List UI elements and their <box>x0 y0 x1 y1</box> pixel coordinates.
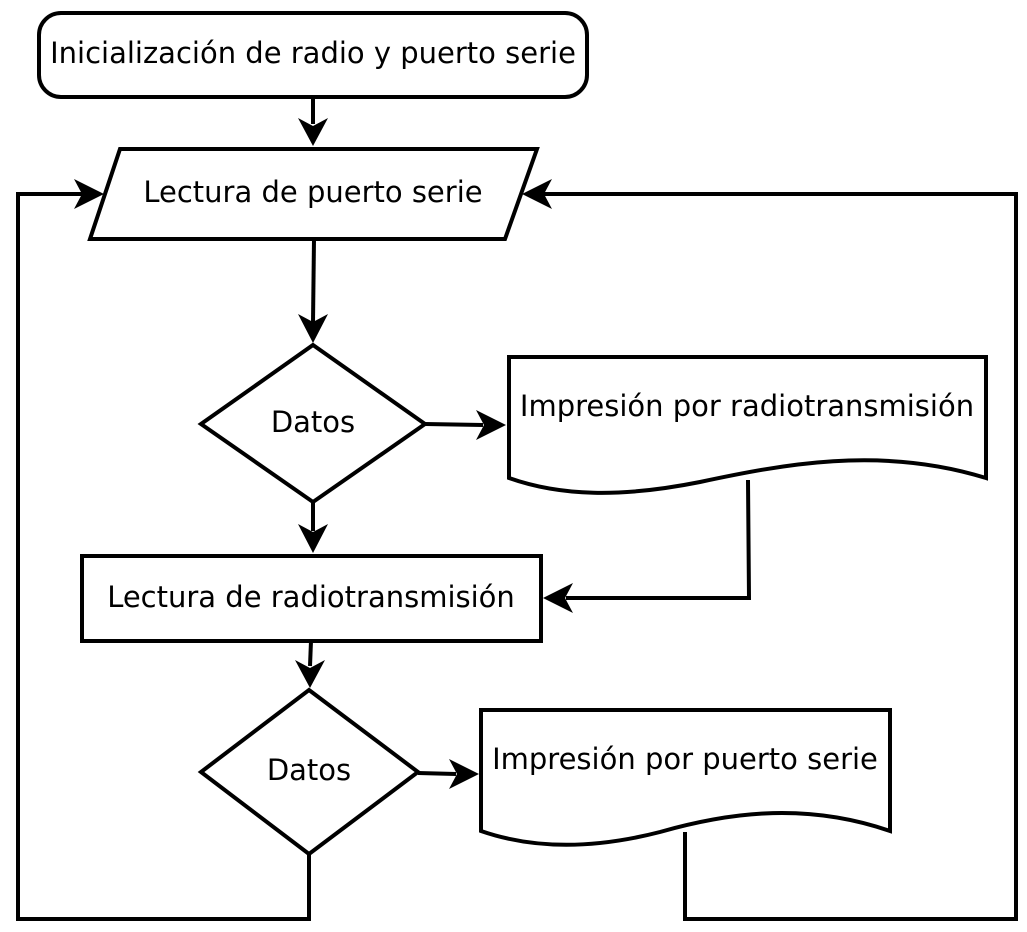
edge-decision-1-to-print-radio <box>424 410 506 440</box>
node-print-radio: Impresión por radiotransmisión <box>507 355 988 495</box>
node-read-radio-label: Lectura de radiotransmisión <box>107 580 515 614</box>
node-start: Inicialización de radio y puerto serie <box>37 11 589 99</box>
node-read-radio: Lectura de radiotransmisión <box>80 554 543 643</box>
edge-read-serial-to-decision-1 <box>298 238 328 343</box>
arrow-down-icon <box>298 524 328 553</box>
arrow-down-icon <box>295 660 325 688</box>
edge-read-radio-to-decision-2 <box>295 640 325 688</box>
node-decision-1-label: Datos <box>271 405 355 439</box>
node-decision-2: Datos <box>197 687 422 857</box>
edge-print-radio-to-read-radio <box>543 479 752 613</box>
edges <box>16 97 1018 921</box>
edge-print-serial-to-read-serial <box>522 179 1018 921</box>
node-print-radio-label: Impresión por radiotransmisión <box>520 389 974 423</box>
arrow-right-icon <box>476 410 506 440</box>
arrow-left-icon <box>543 583 573 613</box>
node-print-serial-label: Impresión por puerto serie <box>492 742 878 776</box>
node-print-serial: Impresión por puerto serie <box>479 708 892 847</box>
arrow-left-icon <box>522 179 552 209</box>
arrow-down-icon <box>298 314 328 343</box>
node-decision-2-label: Datos <box>267 753 351 787</box>
edge-start-to-read-serial <box>298 97 328 146</box>
node-read-serial: Lectura de puerto serie <box>87 147 540 241</box>
arrow-down-icon <box>298 118 328 146</box>
edge-decision-2-to-print-serial <box>417 759 479 789</box>
node-read-serial-label: Lectura de puerto serie <box>143 175 482 209</box>
process-shape <box>80 554 543 643</box>
edge-decision-2-to-read-serial <box>16 179 311 921</box>
arrow-right-icon <box>449 759 479 789</box>
document-shape <box>507 355 988 495</box>
edge-decision-1-to-read-radio <box>298 502 328 553</box>
document-shape <box>479 708 892 847</box>
arrow-right-icon <box>74 179 104 209</box>
data-shape <box>87 147 540 241</box>
node-start-label: Inicialización de radio y puerto serie <box>50 36 576 70</box>
node-decision-1: Datos <box>197 342 429 505</box>
